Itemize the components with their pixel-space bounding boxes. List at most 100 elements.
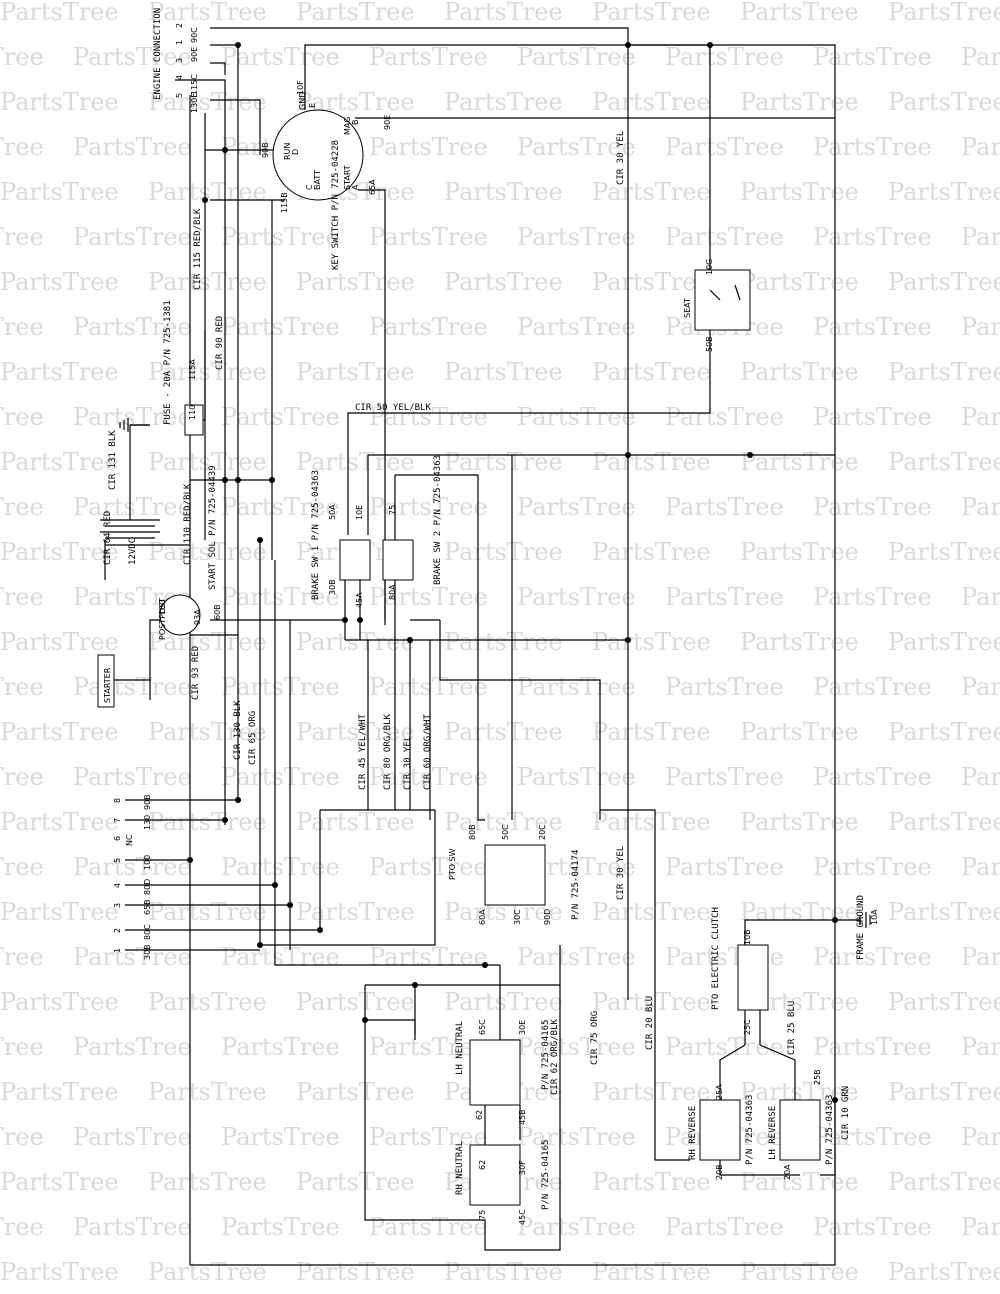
watermark-text: PartsTree xyxy=(73,673,192,701)
watermark-text: PartsTree xyxy=(961,313,1000,341)
cir45-label: CIR 45 YEL/WHT xyxy=(358,714,368,790)
watermark-text: PartsTree xyxy=(517,943,636,971)
watermark-text: PartsTree xyxy=(296,448,415,476)
engine-pins: 2 1 3 4 5 xyxy=(175,23,184,98)
watermark-text: PartsTree xyxy=(813,403,932,431)
watermark-text: PartsTree xyxy=(813,853,932,881)
watermark-text: PartsTree xyxy=(517,493,636,521)
watermark-text: PartsTree xyxy=(813,223,932,251)
watermark-text: PartsTree xyxy=(296,1168,415,1196)
terminal-label: 60B xyxy=(213,604,222,620)
watermark-text: PartsTree xyxy=(665,583,784,611)
watermark-text: PartsTree xyxy=(592,0,711,26)
watermark-text: PartsTree xyxy=(444,448,563,476)
terminal-label: 25A xyxy=(715,1084,724,1100)
terminal-label: 10G xyxy=(705,259,714,275)
watermark-text: PartsTree xyxy=(665,1213,784,1241)
watermark-text: PartsTree xyxy=(148,1168,267,1196)
watermark-text: PartsTree xyxy=(73,43,192,71)
watermark-text: PartsTree xyxy=(740,448,859,476)
harness-wire: 80D xyxy=(143,879,152,895)
watermark-text: PartsTree xyxy=(592,88,711,116)
rh-neutral-switch: RH NEUTRAL P/N 725-04165 xyxy=(455,1140,551,1210)
terminal-label: 90B xyxy=(261,142,270,158)
watermark-text: PartsTree xyxy=(0,133,44,161)
watermark-text: PartsTree xyxy=(0,1123,44,1151)
watermark-text: PartsTree xyxy=(444,268,563,296)
ks-b-label: B xyxy=(351,120,360,126)
watermark-text: PartsTree xyxy=(369,853,488,881)
watermark-text: PartsTree xyxy=(369,43,488,71)
watermark-text: PartsTree xyxy=(0,718,119,746)
watermark-text: PartsTree xyxy=(369,493,488,521)
rh-neutral-label: RH NEUTRAL xyxy=(455,1141,465,1195)
terminal-label: 80B xyxy=(468,824,477,840)
watermark-text: PartsTree xyxy=(665,673,784,701)
cir30a-label: CIR 30 YEL xyxy=(403,736,413,790)
watermark-text: PartsTree xyxy=(665,133,784,161)
watermark-text: PartsTree xyxy=(517,1033,636,1061)
watermark-text: PartsTree xyxy=(592,628,711,656)
cir20-label: CIR 20 BLU xyxy=(645,996,655,1050)
terminal-label: 30B xyxy=(328,579,337,595)
watermark-text: PartsTree xyxy=(0,358,119,386)
watermark-text: PartsTree xyxy=(0,673,44,701)
watermark-text: PartsTree xyxy=(369,1123,488,1151)
watermark-text: PartsTree xyxy=(73,313,192,341)
watermark-text: PartsTree xyxy=(148,628,267,656)
watermark-text: PartsTree xyxy=(73,493,192,521)
watermark-text: PartsTree xyxy=(296,268,415,296)
watermark-text: PartsTree xyxy=(296,898,415,926)
watermark-text: PartsTree xyxy=(444,628,563,656)
watermark-text: PartsTree xyxy=(0,0,119,26)
watermark-text: PartsTree xyxy=(221,673,340,701)
harness-wire: 100 xyxy=(143,855,152,870)
watermark-text: PartsTree xyxy=(73,763,192,791)
terminal-label: 10A xyxy=(870,909,879,925)
watermark-text: PartsTree xyxy=(740,0,859,26)
watermark-text: PartsTree xyxy=(813,313,932,341)
watermark-text: PartsTree xyxy=(961,223,1000,251)
watermark-text: PartsTree xyxy=(592,808,711,836)
nc-label: NC xyxy=(125,834,134,846)
cir115-label: CIR 115 RED/BLK xyxy=(193,208,203,290)
watermark-text: PartsTree xyxy=(148,358,267,386)
watermark-text: PartsTree xyxy=(148,538,267,566)
engine-pin: 1 xyxy=(175,40,184,45)
watermark-text: PartsTree xyxy=(221,403,340,431)
watermark-text: PartsTree xyxy=(592,718,711,746)
terminal-label: 110 xyxy=(188,405,197,420)
terminal-label: 10B xyxy=(743,929,752,945)
terminal-label: 80A xyxy=(388,584,397,600)
engine-pin: 5 xyxy=(175,93,184,98)
watermark-text: PartsTree xyxy=(813,1213,932,1241)
watermark-text: PartsTree xyxy=(665,493,784,521)
watermark-text: PartsTree xyxy=(0,583,44,611)
pto-sw-pn: P/N 725-04174 xyxy=(571,850,581,920)
cir25-label: CIR 25 BLU xyxy=(787,1001,797,1055)
cir90-label: CIR 90 RED xyxy=(215,316,225,370)
harness-wire: 130 xyxy=(143,815,152,830)
watermark-text: PartsTree xyxy=(221,583,340,611)
watermark-text: PartsTree xyxy=(888,448,1000,476)
watermark-text: PartsTree xyxy=(369,763,488,791)
watermark-text: PartsTree xyxy=(961,403,1000,431)
watermark-text: PartsTree xyxy=(444,178,563,206)
watermark-text: PartsTree xyxy=(369,403,488,431)
watermark-text: PartsTree xyxy=(296,808,415,836)
pto-switch: PTO SW P/N 725-04174 xyxy=(448,844,581,920)
fuse-label: FUSE - 20A P/N 725-1381 xyxy=(163,300,173,425)
watermark-text: PartsTree xyxy=(961,1213,1000,1241)
watermark-text: PartsTree xyxy=(296,988,415,1016)
watermark-text: PartsTree xyxy=(148,448,267,476)
watermark-text: PartsTree xyxy=(296,358,415,386)
watermark-text: PartsTree xyxy=(517,1213,636,1241)
watermark-text: PartsTree xyxy=(148,0,267,26)
terminal-label: 115C xyxy=(190,74,199,95)
watermark-text: PartsTree xyxy=(444,358,563,386)
rh-neutral-pn: P/N 725-04165 xyxy=(541,1140,551,1210)
ks-mag-label: MAG xyxy=(343,117,352,135)
watermark-text: PartsTree xyxy=(0,1078,119,1106)
watermark-text: PartsTree xyxy=(740,178,859,206)
